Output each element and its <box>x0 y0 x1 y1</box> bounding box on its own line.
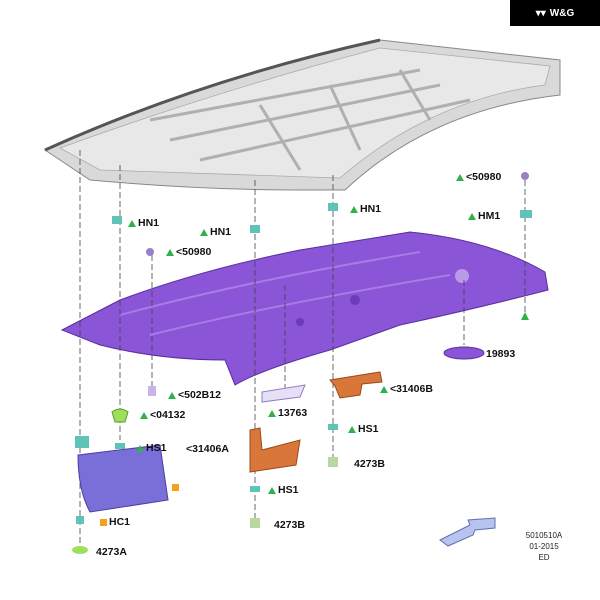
callout-text: <31406B <box>390 383 433 395</box>
callout-text: <50980 <box>176 246 212 258</box>
front-direction-arrow-icon <box>439 517 496 547</box>
callout-4273a: 4273A <box>96 546 127 558</box>
drawing-info: 5010510A 01-2015 ED <box>524 530 564 563</box>
callout-text: 13763 <box>278 407 308 419</box>
callout-text: HM1 <box>478 210 501 222</box>
callout-text: <31406A <box>186 443 229 455</box>
callout-19893: 19893 <box>486 348 515 360</box>
callout-31406b: <31406B <box>380 383 433 395</box>
callout-text: <502B12 <box>178 389 221 401</box>
brand-badge: ▾▾ W&G <box>510 0 600 26</box>
locator-triangle <box>521 312 529 320</box>
callout-4273b-center: 4273B <box>274 519 305 531</box>
fastener-50980-right <box>521 172 529 180</box>
lamp-19893 <box>443 346 485 360</box>
callout-text: <50980 <box>466 171 502 183</box>
callout-04132: <04132 <box>140 409 185 421</box>
callout-hn1-right: HN1 <box>350 203 381 215</box>
brand-text: W&G <box>549 7 575 19</box>
fastener-50980-left <box>146 248 154 256</box>
callout-text: 4273A <box>96 546 127 558</box>
bulb-04132 <box>111 408 129 423</box>
grab-handle-31406a <box>249 427 301 473</box>
callout-hm1: HM1 <box>468 210 500 222</box>
clip-hs1-center <box>250 486 260 492</box>
callout-hn1-center: HN1 <box>200 226 231 238</box>
callout-50980-left: <50980 <box>166 246 211 258</box>
clip-hm1 <box>520 210 532 218</box>
callout-text: <04132 <box>150 409 186 421</box>
callout-text: 19893 <box>486 348 516 360</box>
headliner-panel <box>60 231 549 386</box>
callout-502b12: <502B12 <box>168 389 221 401</box>
callout-hc1: HC1 <box>100 516 130 528</box>
cap-4273b-center <box>250 518 260 528</box>
drawing-code: ED <box>538 553 550 562</box>
bracket-13763 <box>261 384 306 403</box>
callout-50980-right: <50980 <box>456 171 501 183</box>
drawing-date: 01-2015 <box>529 542 559 551</box>
visor-clip-marker <box>172 484 179 491</box>
callout-text: HN1 <box>138 217 160 229</box>
callout-text: 4273B <box>354 458 385 470</box>
clip-hn1-center <box>250 225 260 233</box>
callout-13763: 13763 <box>268 407 307 419</box>
sun-visor <box>77 444 169 513</box>
callout-hn1-left: HN1 <box>128 217 159 229</box>
clip-hc1 <box>76 516 84 524</box>
callout-text: HS1 <box>278 484 299 496</box>
callout-text: 4273B <box>274 519 305 531</box>
drawing-number: 5010510A <box>525 531 563 540</box>
part-502b12 <box>148 386 156 396</box>
visor-pivot <box>75 436 89 448</box>
callout-text: HN1 <box>360 203 382 215</box>
cap-4273b-right <box>328 457 338 467</box>
callout-4273b-right: 4273B <box>354 458 385 470</box>
callout-text: HS1 <box>358 423 379 435</box>
roof-panel <box>43 38 561 191</box>
callout-31406a: <31406A <box>186 443 229 455</box>
callout-text: HC1 <box>109 516 131 528</box>
wg-logo-icon: ▾▾ <box>535 7 546 19</box>
clip-hn1-left <box>112 216 122 224</box>
cap-4273a <box>72 546 88 554</box>
callout-text: HS1 <box>146 442 167 454</box>
callout-text: HN1 <box>210 226 232 238</box>
clip-hs1-right <box>328 424 338 430</box>
clip-hn1-right <box>328 203 338 211</box>
callout-hs1-center: HS1 <box>268 484 298 496</box>
callout-hs1-right: HS1 <box>348 423 378 435</box>
callout-hs1-left: HS1 <box>136 442 166 454</box>
clip-hs1-left <box>115 443 125 449</box>
grab-handle-31406b <box>329 371 383 399</box>
